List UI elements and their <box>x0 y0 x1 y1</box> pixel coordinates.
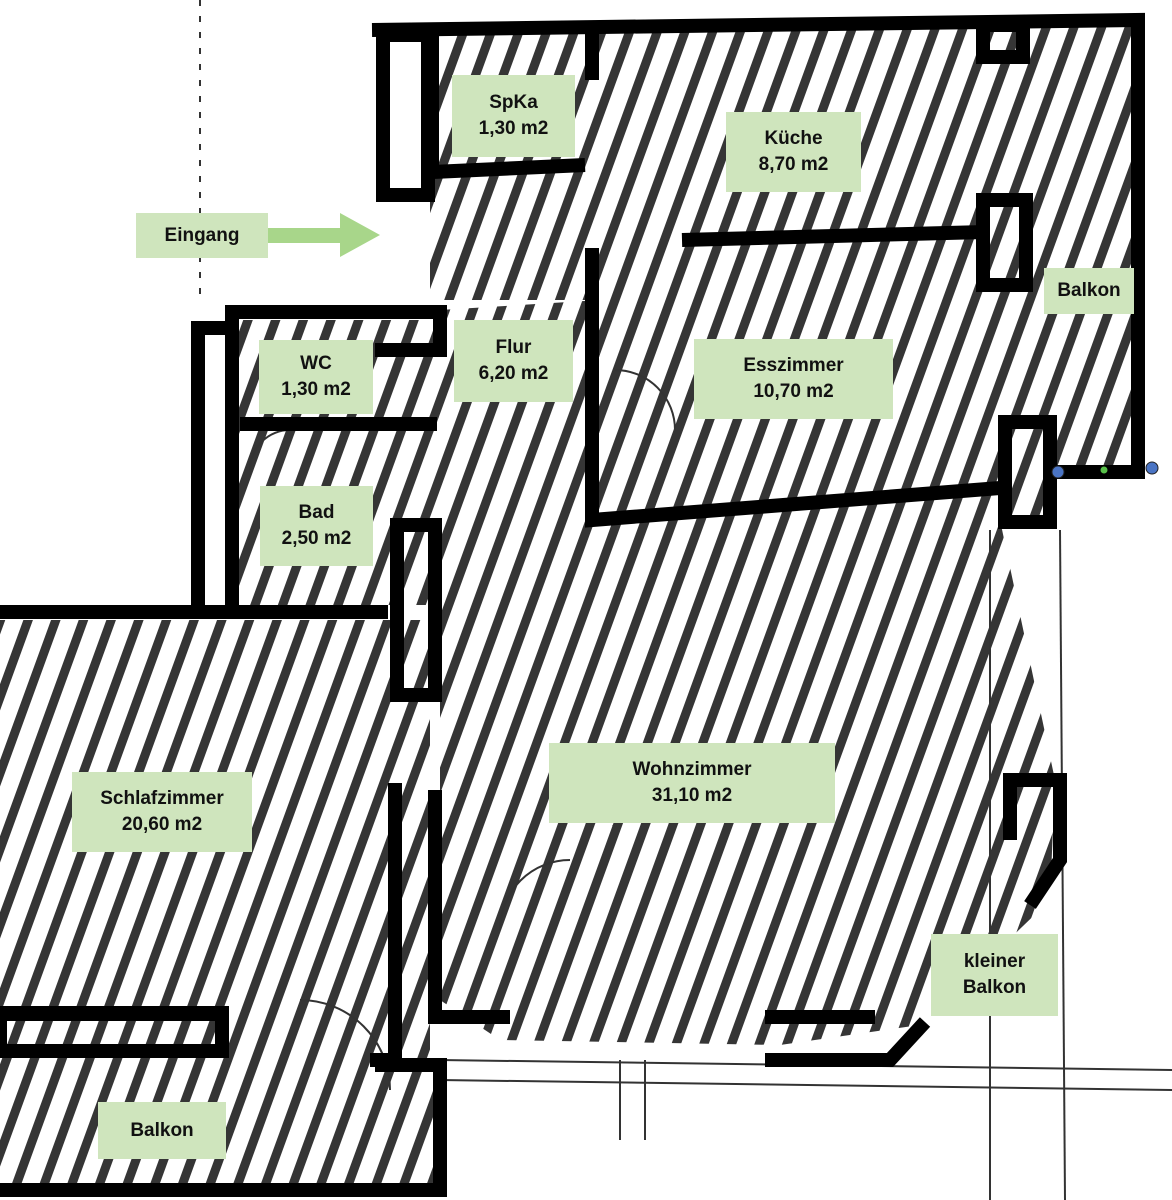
room-label-schlafzimmer: Schlafzimmer 20,60 m2 <box>72 772 252 852</box>
room-label-kleiner-balkon: kleiner Balkon <box>931 934 1058 1016</box>
room-name: kleiner <box>963 951 1026 972</box>
entrance-arrow <box>268 213 380 257</box>
room-name: Schlafzimmer <box>100 788 224 809</box>
room-label-esszimmer: Esszimmer 10,70 m2 <box>694 339 893 419</box>
marker-dot-green <box>1100 466 1108 474</box>
room-label-spka: SpKa 1,30 m2 <box>452 75 575 157</box>
room-name: Balkon <box>1057 280 1121 301</box>
room-area: 10,70 m2 <box>753 381 834 402</box>
room-area: 2,50 m2 <box>281 528 352 549</box>
room-area: 8,70 m2 <box>758 154 829 175</box>
room-label-wohnzimmer: Wohnzimmer 31,10 m2 <box>549 743 835 823</box>
room-name: Esszimmer <box>743 355 844 376</box>
entrance-label-text: Eingang <box>164 224 240 246</box>
room-label-wc: WC 1,30 m2 <box>259 340 373 414</box>
room-label-balkon-sued: Balkon <box>98 1102 226 1159</box>
room-label-flur: Flur 6,20 m2 <box>454 320 573 402</box>
room-name: Balkon <box>130 1119 194 1141</box>
room-area: Balkon <box>962 977 1027 998</box>
room-name: WC <box>300 353 332 374</box>
room-name: Küche <box>764 128 823 149</box>
room-label-bad: Bad 2,50 m2 <box>260 486 373 566</box>
walls <box>0 12 1145 1197</box>
room-label-balkon-ost: Balkon <box>1044 268 1134 314</box>
room-area: 6,20 m2 <box>478 363 549 384</box>
room-area: 1,30 m2 <box>281 379 351 400</box>
marker-dot-blue-right <box>1145 461 1159 475</box>
room-name: SpKa <box>489 92 538 113</box>
room-name: Wohnzimmer <box>632 759 752 780</box>
room-label-kueche: Küche 8,70 m2 <box>726 112 861 192</box>
room-name: Bad <box>298 502 335 523</box>
room-area: 1,30 m2 <box>478 118 549 139</box>
marker-dot-blue-left <box>1051 465 1065 479</box>
room-area: 20,60 m2 <box>121 814 203 835</box>
room-area: 31,10 m2 <box>651 785 733 806</box>
room-name: Flur <box>495 337 532 358</box>
entrance-label: Eingang <box>136 213 268 258</box>
